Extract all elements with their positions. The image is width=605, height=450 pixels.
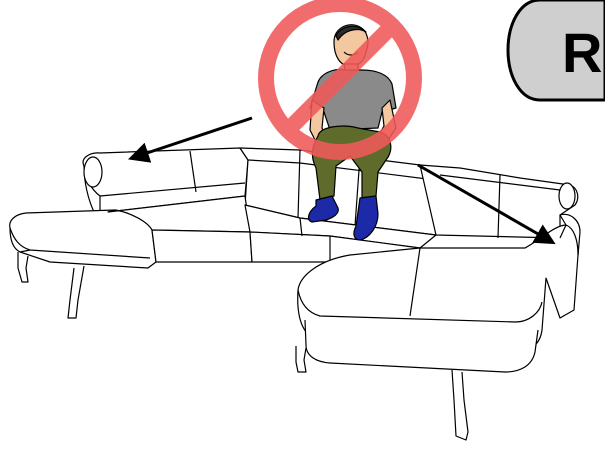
direction-arrows (128, 116, 556, 245)
no-sitting-on-backrest-icon (258, 0, 422, 160)
direction-arrow-icon (128, 116, 253, 163)
right-backrest (419, 164, 579, 239)
right-chaise (295, 224, 580, 441)
direction-arrow-icon (417, 163, 556, 245)
sofa-illustration (9, 147, 581, 441)
model-badge: R (506, 0, 605, 102)
left-backrest (82, 147, 249, 215)
left-seat-cushion (107, 195, 253, 263)
left-chaise (9, 209, 157, 319)
badge-letter: R (562, 21, 602, 84)
right-armrest (559, 213, 581, 256)
